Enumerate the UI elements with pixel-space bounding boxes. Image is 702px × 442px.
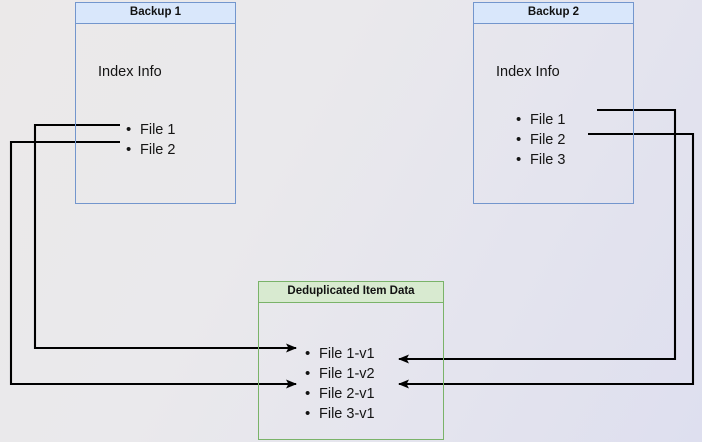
node-backup-1-file-list: File 1 File 2 xyxy=(124,120,175,160)
node-deduplicated-item-data-file-list: File 1-v1 File 1-v2 File 2-v1 File 3-v1 xyxy=(303,344,375,424)
list-item: File 1-v2 xyxy=(303,364,375,384)
list-item: File 2 xyxy=(514,130,565,150)
list-item: File 3 xyxy=(514,150,565,170)
node-deduplicated-item-data[interactable]: Deduplicated Item Data File 1-v1 File 1-… xyxy=(258,281,444,440)
node-deduplicated-item-data-header: Deduplicated Item Data xyxy=(259,282,443,303)
list-item: File 2-v1 xyxy=(303,384,375,404)
list-item: File 2 xyxy=(124,140,175,160)
list-item: File 1-v1 xyxy=(303,344,375,364)
node-backup-2[interactable]: Backup 2 Index Info File 1 File 2 File 3 xyxy=(473,2,634,204)
node-backup-2-file-list: File 1 File 2 File 3 xyxy=(514,110,565,170)
node-backup-2-index-label: Index Info xyxy=(496,64,560,80)
list-item: File 3-v1 xyxy=(303,404,375,424)
node-backup-1-index-label: Index Info xyxy=(98,64,162,80)
list-item: File 1 xyxy=(514,110,565,130)
node-backup-1[interactable]: Backup 1 Index Info File 1 File 2 xyxy=(75,2,236,204)
node-backup-1-header: Backup 1 xyxy=(76,3,235,24)
node-backup-2-header: Backup 2 xyxy=(474,3,633,24)
list-item: File 1 xyxy=(124,120,175,140)
